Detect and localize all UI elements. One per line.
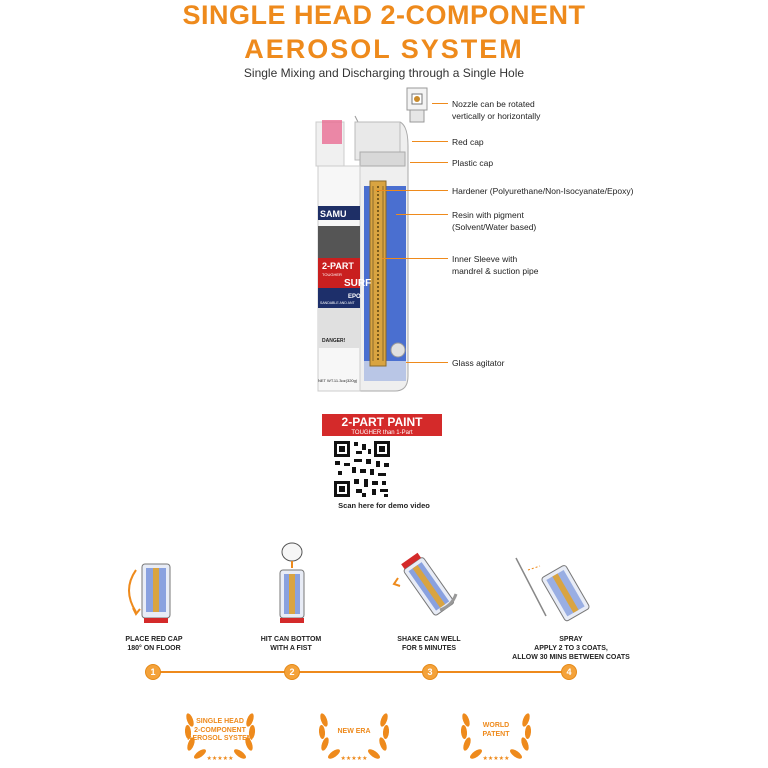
paint-logo-main-text: 2-PART PAINT — [342, 415, 424, 429]
callout-red-cap: Red cap — [452, 137, 484, 147]
step-2-illustration — [279, 542, 305, 623]
leader-line-plastic-cap — [410, 162, 448, 163]
can-product-sub-text: TOUGHER — [322, 272, 342, 277]
qr-caption: Scan here for demo video — [338, 501, 430, 510]
callout-nozzle: Nozzle can be rotated vertically or hori… — [452, 99, 541, 121]
step-1-illustration — [128, 563, 171, 623]
step-3-number: 3 — [422, 664, 438, 680]
page-subtitle: Single Mixing and Discharging through a … — [243, 66, 525, 80]
page-title-line2: AEROSOL SYSTEM — [244, 34, 524, 64]
can-danger-text: DANGER! — [322, 338, 346, 344]
can-net-weight-text: NET WT.11.3oz(320g) — [318, 378, 358, 383]
laurel-wreath-icon-2: ★★★★★ — [318, 713, 390, 762]
award-2-text: NEW ERA — [337, 728, 371, 735]
can-type-word-text: SURF — [344, 278, 371, 289]
steps-timeline — [151, 671, 569, 673]
two-part-paint-logo: 2-PART PAINT TOUGHER than 1-Part — [322, 414, 442, 436]
step-3-illustration — [392, 552, 458, 616]
svg-text:★★★★★: ★★★★★ — [483, 755, 510, 762]
leader-line-glass-agitator — [406, 362, 448, 363]
step-4-illustration — [515, 557, 590, 622]
step-3-label: SHAKE CAN WELL FOR 5 MINUTES — [397, 636, 461, 652]
leader-line-nozzle — [432, 103, 448, 104]
can-product-line-text: 2-PART — [322, 261, 354, 271]
award-1-text: SINGLE HEAD 2-COMPONENT AEROSOL SYSTEM — [187, 718, 253, 742]
step-4-label: SPRAY APPLY 2 TO 3 COATS, ALLOW 30 MINS … — [512, 636, 630, 661]
callout-glass-agitator: Glass agitator — [452, 358, 505, 368]
callout-inner-sleeve: Inner Sleeve with mandrel & suction pipe — [452, 254, 539, 276]
can-brand-text: SAMU — [320, 209, 347, 219]
callout-hardener: Hardener (Polyurethane/Non-Isocyanate/Ep… — [452, 186, 634, 196]
step-4-number: 4 — [561, 664, 577, 680]
leader-line-red-cap — [412, 141, 448, 142]
svg-text:★★★★★: ★★★★★ — [341, 755, 368, 762]
svg-text:★★★★★: ★★★★★ — [207, 755, 234, 762]
page-title-line1: SINGLE HEAD 2-COMPONENT — [182, 0, 586, 30]
leader-line-hardener — [376, 190, 448, 191]
can-type-sub-text: EPO — [348, 294, 361, 300]
aerosol-can-cutaway-illustration: SAMU 2-PART TOUGHER SURF EPO SANDABLE AN… — [315, 87, 428, 392]
laurel-wreath-icon-1: ★★★★★ — [184, 713, 256, 762]
laurel-wreath-icon-3: ★★★★★ — [460, 713, 532, 762]
step-2-number: 2 — [284, 664, 300, 680]
step-1-number: 1 — [145, 664, 161, 680]
callout-resin: Resin with pigment (Solvent/Water based) — [452, 210, 537, 232]
step-1-label: PLACE RED CAP 180° ON FLOOR — [125, 636, 183, 652]
nozzle-icon — [406, 87, 428, 123]
leader-line-resin — [396, 214, 448, 215]
callout-plastic-cap: Plastic cap — [452, 158, 494, 168]
step-2-label: HIT CAN BOTTOM WITH A FIST — [260, 636, 322, 652]
award-3-text: WORLD PATENT — [482, 722, 510, 738]
leader-line-inner-sleeve — [382, 258, 448, 259]
paint-logo-sub-text: TOUGHER than 1-Part — [351, 430, 413, 436]
qr-code-icon[interactable] — [332, 439, 392, 499]
can-feature-text: SANDABLE AND ANT — [320, 301, 355, 305]
